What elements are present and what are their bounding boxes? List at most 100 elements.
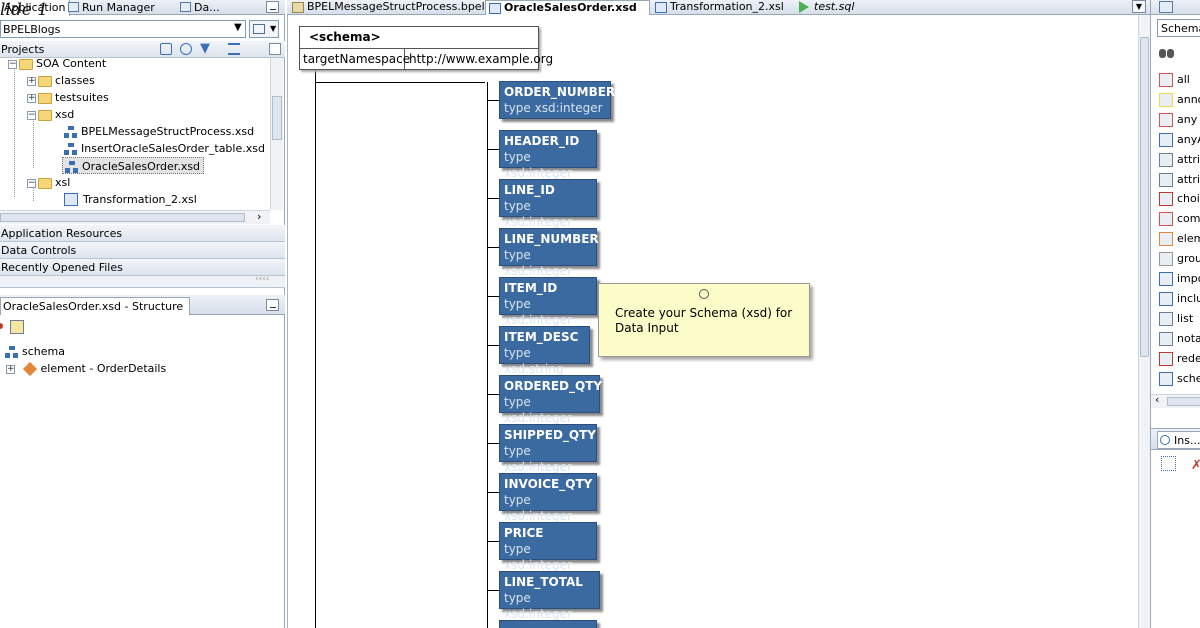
- canvas-vertical-scrollbar[interactable]: [1138, 15, 1150, 628]
- refresh-icon[interactable]: [180, 43, 192, 55]
- collapse-icon[interactable]: −: [8, 58, 17, 69]
- binoculars-icon[interactable]: [1159, 46, 1175, 60]
- palette-item[interactable]: impo: [1159, 269, 1200, 289]
- edit-icon[interactable]: [10, 320, 24, 334]
- palette-item[interactable]: anno: [1159, 90, 1200, 110]
- tab-data[interactable]: Da...: [178, 0, 224, 16]
- palette-item[interactable]: elem: [1159, 229, 1200, 249]
- schema-design-canvas[interactable]: [287, 15, 1138, 628]
- scroll-thumb[interactable]: [1167, 397, 1200, 406]
- palette-item[interactable]: any: [1159, 110, 1197, 130]
- collapse-icon[interactable]: −: [27, 177, 36, 188]
- tree-item-bpelmessagestruct-xsd[interactable]: BPELMessageStructProcess.xsd: [62, 123, 254, 140]
- scroll-thumb[interactable]: [272, 96, 282, 140]
- connector-line: [487, 198, 499, 199]
- tree-item-testsuites[interactable]: +testsuites: [27, 91, 109, 104]
- chevron-left-icon[interactable]: ‹: [1155, 393, 1160, 406]
- palette-item-icon: [1159, 232, 1173, 247]
- palette-item[interactable]: anyA: [1159, 130, 1200, 150]
- search-icon[interactable]: [160, 43, 172, 55]
- tab-structure[interactable]: OracleSalesOrder.xsd - Structure: [0, 297, 190, 315]
- chevron-right-icon[interactable]: ›: [257, 210, 262, 223]
- expand-icon[interactable]: +: [27, 75, 36, 86]
- tree-item-xsl[interactable]: −xsl: [27, 176, 71, 189]
- schema-node[interactable]: <schema> targetNamespace http://www.exam…: [299, 26, 554, 70]
- palette-item[interactable]: list: [1159, 309, 1193, 329]
- grip-icon: ‹‹‹‹: [255, 274, 270, 284]
- element-node[interactable]: [499, 620, 597, 628]
- palette-item[interactable]: attri: [1159, 170, 1200, 190]
- collapse-icon[interactable]: −: [27, 109, 36, 120]
- tab-run-manager[interactable]: Run Manager: [66, 0, 159, 16]
- accordion-application-resources[interactable]: Application Resources: [0, 225, 285, 242]
- pin-icon[interactable]: ✗: [1191, 458, 1200, 473]
- tab-list-button[interactable]: ▼: [1132, 0, 1146, 13]
- accordion-recently-opened-files[interactable]: Recently Opened Files: [0, 259, 285, 276]
- splitter[interactable]: ‹‹‹‹: [0, 274, 285, 288]
- palette-item[interactable]: sche: [1159, 369, 1200, 389]
- tab-bpel[interactable]: BPELMessageStructProcess.bpel: [289, 0, 485, 15]
- tab-transformation-xsl[interactable]: Transformation_2.xsl: [652, 0, 794, 15]
- tree-item-transformation-xsl[interactable]: Transformation_2.xsl: [62, 191, 197, 208]
- palette-item[interactable]: all: [1159, 70, 1190, 90]
- accordion-data-controls[interactable]: Data Controls: [0, 242, 285, 259]
- structure-item-orderdetails[interactable]: + element - OrderDetails: [6, 361, 167, 377]
- minimize-button[interactable]: [266, 1, 279, 13]
- tab-inspector[interactable]: Ins...: [1157, 431, 1200, 449]
- palette-item[interactable]: rede: [1159, 349, 1200, 369]
- palette-item-label: rede: [1177, 351, 1200, 365]
- palette-item-label: anyA: [1177, 132, 1200, 146]
- palette-item[interactable]: nota: [1159, 329, 1200, 349]
- tree-item-oraclesalesorder-xsd[interactable]: OracleSalesOrder.xsd: [62, 157, 205, 174]
- palette-horizontal-scrollbar[interactable]: ‹: [1151, 393, 1200, 408]
- element-node-type: type xsd:integer: [504, 101, 603, 115]
- minimize-icon: [270, 307, 276, 308]
- palette-item[interactable]: inclu: [1159, 289, 1200, 309]
- expand-icon[interactable]: +: [27, 92, 36, 103]
- tree-item-classes[interactable]: +classes: [27, 74, 95, 87]
- filter-icon[interactable]: ▼: [200, 41, 210, 56]
- tree-item-xsd[interactable]: −xsd: [27, 108, 75, 121]
- palette-category-combo[interactable]: Schema: [1157, 19, 1200, 37]
- tree-vertical-scrollbar[interactable]: [270, 58, 283, 210]
- tab-application[interactable]: Application: [0, 0, 71, 16]
- tab-oraclesalesorder-xsd[interactable]: OracleSalesOrder.xsd: [485, 0, 650, 15]
- element-node-type: type xsd:integer: [504, 493, 572, 523]
- palette-item[interactable]: comp: [1159, 209, 1200, 229]
- application-menu-button[interactable]: ▼: [249, 20, 279, 38]
- expand-icon[interactable]: +: [6, 363, 15, 374]
- minimize-button[interactable]: [266, 299, 279, 311]
- element-node-type: type xsd:integer: [504, 395, 572, 425]
- palette-item[interactable]: attri: [1159, 150, 1200, 170]
- select-icon[interactable]: [1161, 456, 1176, 471]
- record-icon[interactable]: [0, 323, 3, 329]
- application-combo[interactable]: BPELBlogs ▼: [0, 20, 246, 38]
- palette-icon[interactable]: [1159, 1, 1173, 13]
- schema-attr-value[interactable]: http://www.example.org: [409, 52, 554, 66]
- minimize-button[interactable]: [269, 43, 281, 55]
- palette-item[interactable]: grou: [1159, 249, 1200, 269]
- palette-item-icon: [1159, 331, 1173, 346]
- scroll-thumb[interactable]: [1140, 37, 1149, 357]
- structure-item-schema[interactable]: schema: [3, 343, 65, 360]
- scroll-thumb[interactable]: [0, 213, 245, 222]
- tab-test-sql[interactable]: test.sql: [796, 0, 886, 15]
- tree-horizontal-scrollbar[interactable]: ›: [0, 210, 270, 224]
- options-icon[interactable]: [228, 43, 240, 55]
- palette-item-icon: [1159, 371, 1173, 386]
- tree-item-soa-content[interactable]: −SOA Content: [8, 58, 107, 70]
- folder-icon: [38, 177, 52, 189]
- tree-item-insertoracle-xsd[interactable]: InsertOracleSalesOrder_table.xsd: [62, 140, 265, 157]
